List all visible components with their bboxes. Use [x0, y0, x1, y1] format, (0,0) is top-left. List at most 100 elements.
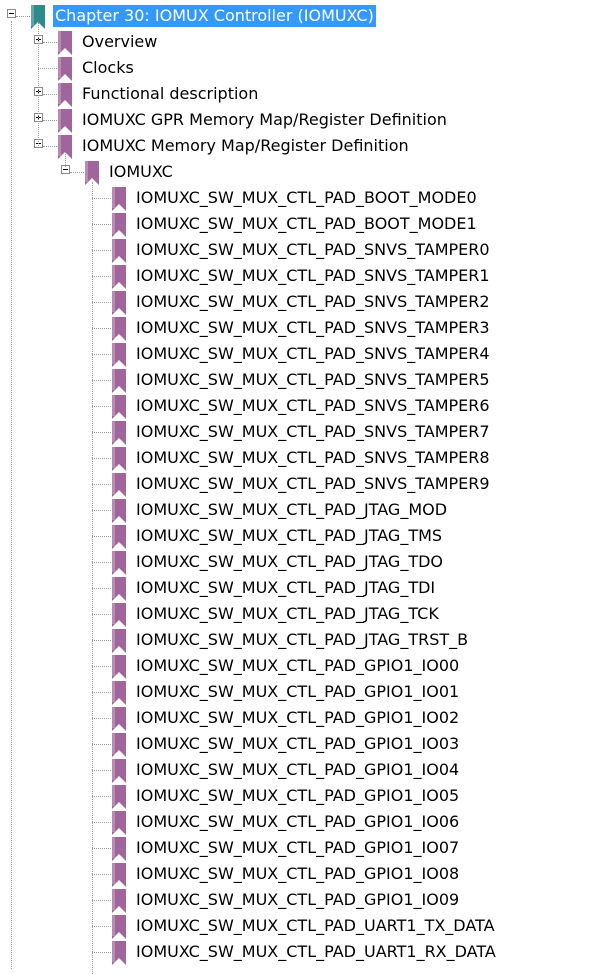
bookmark-icon	[57, 83, 73, 107]
register-label[interactable]: IOMUXC_SW_MUX_CTL_PAD_GPIO1_IO07	[136, 838, 460, 857]
register-label[interactable]: IOMUXC_SW_MUX_CTL_PAD_JTAG_TCK	[136, 604, 439, 623]
tree-item-label[interactable]: IOMUXC	[109, 162, 173, 181]
register-label[interactable]: IOMUXC_SW_MUX_CTL_PAD_GPIO1_IO05	[136, 786, 460, 805]
tree-item-register[interactable]: IOMUXC_SW_MUX_CTL_PAD_GPIO1_IO09	[0, 887, 616, 913]
tree-item-register[interactable]: IOMUXC_SW_MUX_CTL_PAD_SNVS_TAMPER0	[0, 237, 616, 263]
tree-connector-line	[92, 770, 111, 771]
register-label[interactable]: IOMUXC_SW_MUX_CTL_PAD_SNVS_TAMPER5	[136, 370, 490, 389]
bookmark-icon	[57, 135, 73, 159]
register-label[interactable]: IOMUXC_SW_MUX_CTL_PAD_SNVS_TAMPER9	[136, 474, 490, 493]
register-label[interactable]: IOMUXC_SW_MUX_CTL_PAD_JTAG_MOD	[136, 500, 448, 519]
tree-connector-line	[92, 562, 111, 563]
tree-connector-line	[92, 874, 111, 875]
register-label[interactable]: IOMUXC_SW_MUX_CTL_PAD_GPIO1_IO06	[136, 812, 460, 831]
tree-connector-line	[92, 666, 111, 667]
register-label[interactable]: IOMUXC_SW_MUX_CTL_PAD_JTAG_TDO	[136, 552, 443, 571]
register-label[interactable]: IOMUXC_SW_MUX_CTL_PAD_BOOT_MODE1	[136, 214, 477, 233]
collapse-minus-icon[interactable]	[7, 9, 16, 18]
register-label[interactable]: IOMUXC_SW_MUX_CTL_PAD_SNVS_TAMPER2	[136, 292, 490, 311]
tree-item-register[interactable]: IOMUXC_SW_MUX_CTL_PAD_SNVS_TAMPER9	[0, 471, 616, 497]
tree-item-label[interactable]: IOMUXC GPR Memory Map/Register Definitio…	[82, 110, 447, 129]
tree-connector-line	[43, 94, 57, 95]
tree-item-register[interactable]: IOMUXC_SW_MUX_CTL_PAD_SNVS_TAMPER8	[0, 445, 616, 471]
register-label[interactable]: IOMUXC_SW_MUX_CTL_PAD_SNVS_TAMPER8	[136, 448, 490, 467]
tree-item-register[interactable]: IOMUXC_SW_MUX_CTL_PAD_GPIO1_IO06	[0, 809, 616, 835]
register-label[interactable]: IOMUXC_SW_MUX_CTL_PAD_JTAG_TMS	[136, 526, 443, 545]
register-label[interactable]: IOMUXC_SW_MUX_CTL_PAD_GPIO1_IO03	[136, 734, 460, 753]
tree-item-register[interactable]: IOMUXC_SW_MUX_CTL_PAD_GPIO1_IO03	[0, 731, 616, 757]
tree-item-level1[interactable]: IOMUXC Memory Map/Register Definition	[0, 133, 616, 159]
tree-item-register[interactable]: IOMUXC_SW_MUX_CTL_PAD_SNVS_TAMPER3	[0, 315, 616, 341]
tree-item-level1[interactable]: IOMUXC GPR Memory Map/Register Definitio…	[0, 107, 616, 133]
tree-item-register[interactable]: IOMUXC_SW_MUX_CTL_PAD_GPIO1_IO02	[0, 705, 616, 731]
bookmark-icon	[111, 395, 127, 419]
tree-item-register[interactable]: IOMUXC_SW_MUX_CTL_PAD_SNVS_TAMPER4	[0, 341, 616, 367]
register-label[interactable]: IOMUXC_SW_MUX_CTL_PAD_GPIO1_IO01	[136, 682, 460, 701]
register-label[interactable]: IOMUXC_SW_MUX_CTL_PAD_GPIO1_IO00	[136, 656, 460, 675]
register-label[interactable]: IOMUXC_SW_MUX_CTL_PAD_BOOT_MODE0	[136, 188, 477, 207]
tree-item-register[interactable]: IOMUXC_SW_MUX_CTL_PAD_UART1_TX_DATA	[0, 913, 616, 939]
bookmark-icon	[111, 317, 127, 341]
bookmark-icon	[57, 31, 73, 55]
tree-item-register[interactable]: IOMUXC_SW_MUX_CTL_PAD_JTAG_TDI	[0, 575, 616, 601]
tree-connector-line	[92, 900, 111, 901]
register-label[interactable]: IOMUXC_SW_MUX_CTL_PAD_GPIO1_IO02	[136, 708, 460, 727]
tree-connector-line	[92, 182, 93, 974]
tree-connector-line	[92, 952, 111, 953]
tree-item-register[interactable]: IOMUXC_SW_MUX_CTL_PAD_GPIO1_IO08	[0, 861, 616, 887]
register-label[interactable]: IOMUXC_SW_MUX_CTL_PAD_GPIO1_IO08	[136, 864, 460, 883]
register-label[interactable]: IOMUXC_SW_MUX_CTL_PAD_UART1_TX_DATA	[136, 916, 495, 935]
bookmark-icon	[111, 811, 127, 835]
register-label[interactable]: IOMUXC_SW_MUX_CTL_PAD_GPIO1_IO04	[136, 760, 460, 779]
tree-item-label[interactable]: Clocks	[82, 58, 134, 77]
bookmark-icon	[111, 187, 127, 211]
bookmark-icon	[111, 863, 127, 887]
tree-item-label[interactable]: Functional description	[82, 84, 259, 103]
tree-item-register[interactable]: IOMUXC_SW_MUX_CTL_PAD_JTAG_TDO	[0, 549, 616, 575]
register-label[interactable]: IOMUXC_SW_MUX_CTL_PAD_SNVS_TAMPER6	[136, 396, 490, 415]
tree-item-register[interactable]: IOMUXC_SW_MUX_CTL_PAD_JTAG_TMS	[0, 523, 616, 549]
bookmark-icon	[111, 551, 127, 575]
tree-item-level1[interactable]: Clocks	[0, 55, 616, 81]
tree-connector-line	[92, 354, 111, 355]
tree-item-register[interactable]: IOMUXC_SW_MUX_CTL_PAD_UART1_RX_DATA	[0, 939, 616, 965]
bookmark-icon	[111, 915, 127, 939]
tree-item-label[interactable]: Chapter 30: IOMUX Controller (IOMUXC)	[53, 5, 376, 27]
tree-connector-line	[92, 718, 111, 719]
register-label[interactable]: IOMUXC_SW_MUX_CTL_PAD_SNVS_TAMPER0	[136, 240, 490, 259]
tree-item-register[interactable]: IOMUXC_SW_MUX_CTL_PAD_JTAG_MOD	[0, 497, 616, 523]
tree-item-root[interactable]: Chapter 30: IOMUX Controller (IOMUXC)	[0, 3, 616, 29]
register-label[interactable]: IOMUXC_SW_MUX_CTL_PAD_UART1_RX_DATA	[136, 942, 496, 961]
tree-item-label[interactable]: IOMUXC Memory Map/Register Definition	[82, 136, 409, 155]
tree-item-register[interactable]: IOMUXC_SW_MUX_CTL_PAD_GPIO1_IO07	[0, 835, 616, 861]
bookmark-icon	[111, 707, 127, 731]
tree-connector-line	[92, 328, 111, 329]
register-label[interactable]: IOMUXC_SW_MUX_CTL_PAD_JTAG_TRST_B	[136, 630, 469, 649]
tree-item-register[interactable]: IOMUXC_SW_MUX_CTL_PAD_SNVS_TAMPER2	[0, 289, 616, 315]
bookmark-icon	[111, 473, 127, 497]
register-label[interactable]: IOMUXC_SW_MUX_CTL_PAD_GPIO1_IO09	[136, 890, 460, 909]
tree-item-register[interactable]: IOMUXC_SW_MUX_CTL_PAD_SNVS_TAMPER5	[0, 367, 616, 393]
tree-item-register[interactable]: IOMUXC_SW_MUX_CTL_PAD_BOOT_MODE0	[0, 185, 616, 211]
tree-item-register[interactable]: IOMUXC_SW_MUX_CTL_PAD_SNVS_TAMPER1	[0, 263, 616, 289]
tree-item-register[interactable]: IOMUXC_SW_MUX_CTL_PAD_GPIO1_IO04	[0, 757, 616, 783]
tree-item-register[interactable]: IOMUXC_SW_MUX_CTL_PAD_GPIO1_IO05	[0, 783, 616, 809]
register-label[interactable]: IOMUXC_SW_MUX_CTL_PAD_SNVS_TAMPER3	[136, 318, 490, 337]
register-label[interactable]: IOMUXC_SW_MUX_CTL_PAD_JTAG_TDI	[136, 578, 436, 597]
tree-item-register[interactable]: IOMUXC_SW_MUX_CTL_PAD_GPIO1_IO00	[0, 653, 616, 679]
tree-item-label[interactable]: Overview	[82, 32, 158, 51]
tree-item-register[interactable]: IOMUXC_SW_MUX_CTL_PAD_JTAG_TRST_B	[0, 627, 616, 653]
tree-item-register[interactable]: IOMUXC_SW_MUX_CTL_PAD_SNVS_TAMPER6	[0, 393, 616, 419]
tree-item-register[interactable]: IOMUXC_SW_MUX_CTL_PAD_GPIO1_IO01	[0, 679, 616, 705]
tree-item-register[interactable]: IOMUXC_SW_MUX_CTL_PAD_BOOT_MODE1	[0, 211, 616, 237]
tree-item-register[interactable]: IOMUXC_SW_MUX_CTL_PAD_SNVS_TAMPER7	[0, 419, 616, 445]
register-label[interactable]: IOMUXC_SW_MUX_CTL_PAD_SNVS_TAMPER1	[136, 266, 490, 285]
tree-item-level1[interactable]: Functional description	[0, 81, 616, 107]
register-label[interactable]: IOMUXC_SW_MUX_CTL_PAD_SNVS_TAMPER7	[136, 422, 490, 441]
bookmark-icon	[111, 577, 127, 601]
tree-item-register[interactable]: IOMUXC_SW_MUX_CTL_PAD_JTAG_TCK	[0, 601, 616, 627]
tree-item-level1[interactable]: Overview	[0, 29, 616, 55]
register-label[interactable]: IOMUXC_SW_MUX_CTL_PAD_SNVS_TAMPER4	[136, 344, 490, 363]
tree-connector-line	[92, 848, 111, 849]
